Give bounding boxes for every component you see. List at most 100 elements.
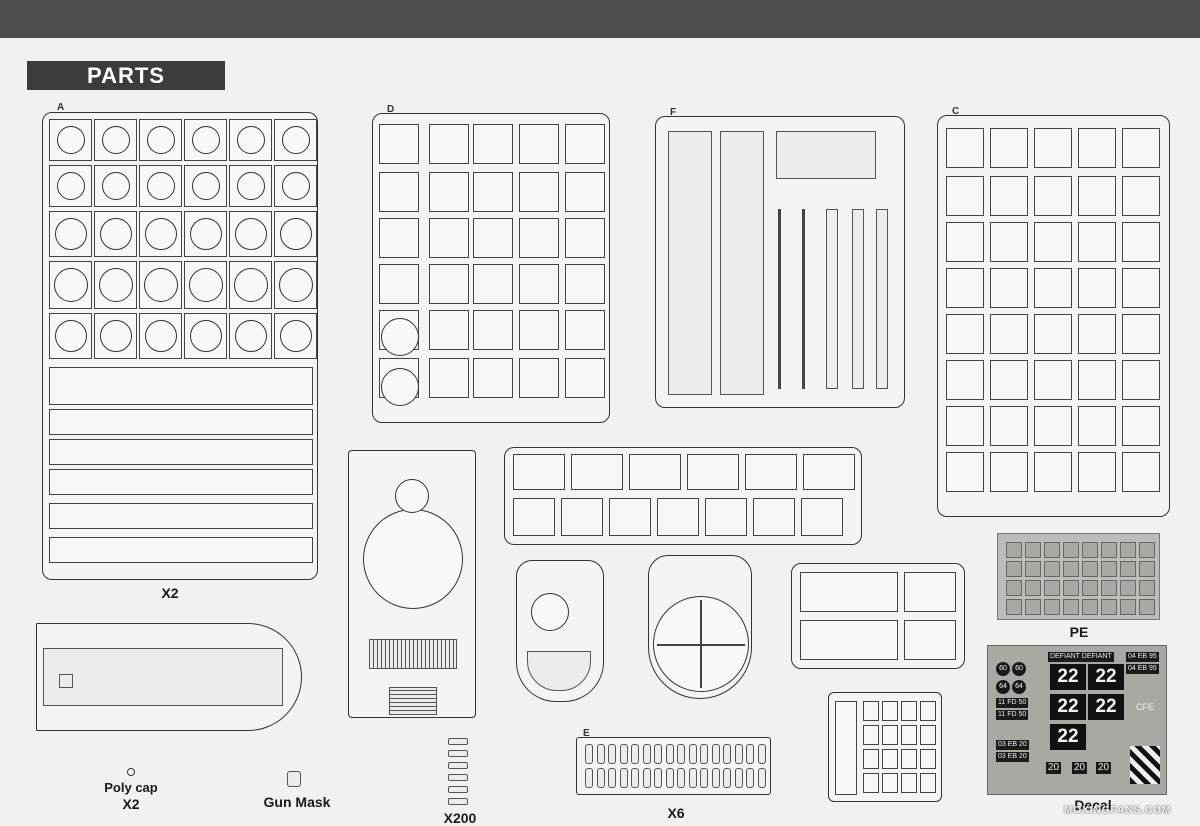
track-link — [585, 768, 593, 788]
sprue-b-cell — [753, 498, 795, 536]
pe-part — [1063, 561, 1079, 577]
turret-ring — [363, 509, 463, 609]
sprue-c: C — [937, 106, 1170, 517]
track-link — [700, 768, 708, 788]
gun-mask-icon — [287, 771, 301, 787]
watermark: MOXINGFANS.COM — [1064, 805, 1172, 816]
decal-plate-4: 11 FD 50 — [996, 710, 1029, 720]
road-wheel — [146, 172, 175, 200]
track-link — [677, 744, 685, 764]
track-link — [677, 768, 685, 788]
sprue-g-cell-2 — [904, 572, 956, 612]
sprue-c-cell — [1122, 314, 1160, 354]
sprue-m — [828, 692, 942, 802]
sprue-a-cell — [94, 211, 137, 257]
sprue-d-cell — [429, 124, 469, 164]
sprue-a-cell — [139, 211, 182, 257]
sprue-c-cell — [1034, 222, 1072, 262]
sprue-d-cell — [379, 124, 419, 164]
fender-strip-2 — [852, 209, 864, 389]
pe-part — [1006, 561, 1022, 577]
track-link — [746, 768, 754, 788]
track-link — [700, 744, 708, 764]
sprue-m-cell — [901, 725, 917, 745]
sprue-a-cell — [49, 119, 92, 161]
pe-part — [1082, 580, 1098, 596]
sprue-d-cell — [519, 310, 559, 350]
sprue-c-cell — [1034, 268, 1072, 308]
sprue-c-cell — [946, 222, 984, 262]
sprue-m-cell — [882, 725, 898, 745]
track-rod-2 — [802, 209, 805, 389]
turret-hatch — [531, 593, 569, 631]
pe-part — [1025, 542, 1041, 558]
pe-label: PE — [1069, 624, 1089, 640]
sprue-c-cell — [990, 176, 1028, 216]
sprue-c-cell — [1078, 360, 1116, 400]
lower-hull-floor — [43, 648, 283, 706]
road-wheel — [279, 320, 312, 352]
sprue-a-cell — [274, 211, 317, 257]
pe-part — [1139, 580, 1155, 596]
hatch-ring — [395, 479, 429, 513]
turret-base-plate — [648, 555, 752, 699]
road-wheel — [144, 218, 177, 250]
sprue-a-cell — [139, 119, 182, 161]
single-track-link — [448, 738, 468, 745]
sprue-m-cell — [901, 773, 917, 793]
sprue-a-cell — [274, 313, 317, 359]
sprue-d-letter: D — [387, 104, 395, 115]
gun-mask-label: Gun Mask — [263, 794, 331, 810]
sprue-c-cell — [1078, 176, 1116, 216]
track-link — [711, 768, 720, 788]
sprue-m-cell — [882, 773, 898, 793]
sprue-b-cell — [561, 498, 603, 536]
track-link — [631, 768, 639, 788]
pe-part — [1006, 580, 1022, 596]
sprue-m-cell — [863, 749, 879, 769]
track-link — [757, 768, 766, 788]
sprue-a-cell — [49, 313, 92, 359]
pe-part — [1082, 599, 1098, 615]
sprue-a-cell — [184, 313, 227, 359]
single-track-link — [448, 774, 468, 781]
sprue-a-qty: X2 — [161, 585, 179, 601]
sprue-d-cell — [473, 310, 513, 350]
road-wheel — [191, 126, 220, 154]
pe-part — [1139, 599, 1155, 615]
sprue-a-strip — [49, 469, 313, 495]
sprue-m-cell — [863, 773, 879, 793]
sprue-d-disc-2 — [381, 368, 419, 406]
polycap-label: Poly cap — [104, 780, 158, 795]
sprue-b — [504, 447, 862, 545]
road-wheel — [236, 172, 265, 200]
road-wheel — [278, 268, 313, 302]
sprue-d-cell — [429, 310, 469, 350]
road-wheel — [53, 268, 88, 302]
pe-part — [1101, 599, 1117, 615]
decal-circle-64a: 64 — [996, 680, 1010, 694]
sprue-d-cell — [429, 218, 469, 258]
polycap-qty: X2 — [122, 796, 140, 812]
road-wheel — [281, 126, 310, 154]
decal-bottom-3: 20 — [1096, 762, 1112, 774]
page-title: PARTS — [87, 62, 165, 88]
sprue-d-cell — [379, 264, 419, 304]
hull-side-right — [720, 131, 764, 395]
sprue-c-cell — [946, 452, 984, 492]
pe-part — [1120, 599, 1136, 615]
sprue-c-cell — [1078, 406, 1116, 446]
decal-number-5: 22 — [1050, 724, 1086, 750]
sprue-b-cell — [629, 454, 681, 490]
pe-part — [1139, 561, 1155, 577]
decal-number-3: 22 — [1050, 694, 1086, 720]
sprue-c-cell — [990, 452, 1028, 492]
decal-cfe: CFE — [1136, 702, 1154, 712]
road-wheel — [56, 126, 85, 154]
track-link — [688, 768, 697, 788]
sprue-c-cell — [946, 360, 984, 400]
sprue-m-cell — [863, 701, 879, 721]
sprue-d-cell — [565, 358, 605, 398]
decal-number-2: 22 — [1088, 664, 1124, 690]
sprue-f-letter: F — [670, 107, 677, 118]
